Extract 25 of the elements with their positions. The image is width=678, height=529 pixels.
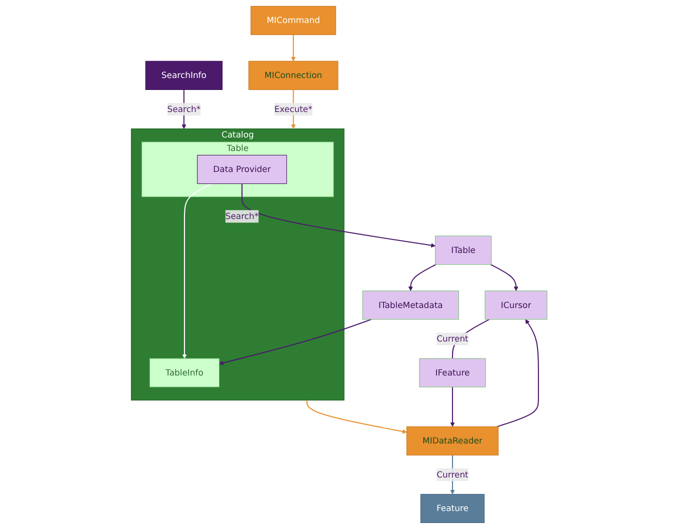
edge-label: Search* bbox=[225, 211, 258, 222]
arrow bbox=[496, 319, 539, 428]
node-box: SearchInfo bbox=[145, 60, 222, 90]
arrow bbox=[241, 184, 436, 248]
node-box: MICommand bbox=[250, 6, 336, 36]
edge-label: Search* bbox=[167, 104, 200, 114]
arrow bbox=[182, 183, 212, 359]
node-box: MIConnection bbox=[248, 60, 338, 90]
arrow bbox=[408, 264, 436, 292]
node-box: Data Provider bbox=[196, 154, 287, 184]
node-box: ICursor bbox=[484, 290, 548, 320]
node-box: TableInfo bbox=[149, 358, 220, 388]
node-box: ITable bbox=[434, 236, 492, 265]
arrow bbox=[290, 34, 296, 62]
arrow bbox=[490, 264, 518, 292]
node-box: Feature bbox=[420, 494, 484, 524]
arrow bbox=[306, 400, 407, 434]
arrow bbox=[450, 387, 455, 427]
edge-label: Current bbox=[436, 334, 468, 344]
node-box: ITableMetadata bbox=[362, 290, 459, 320]
edge-label: Execute* bbox=[274, 104, 312, 114]
arrow bbox=[218, 318, 372, 366]
node-box: IFeature bbox=[419, 358, 486, 388]
node-box: MIDataReader bbox=[406, 426, 498, 456]
edge-label: Current bbox=[436, 469, 468, 480]
